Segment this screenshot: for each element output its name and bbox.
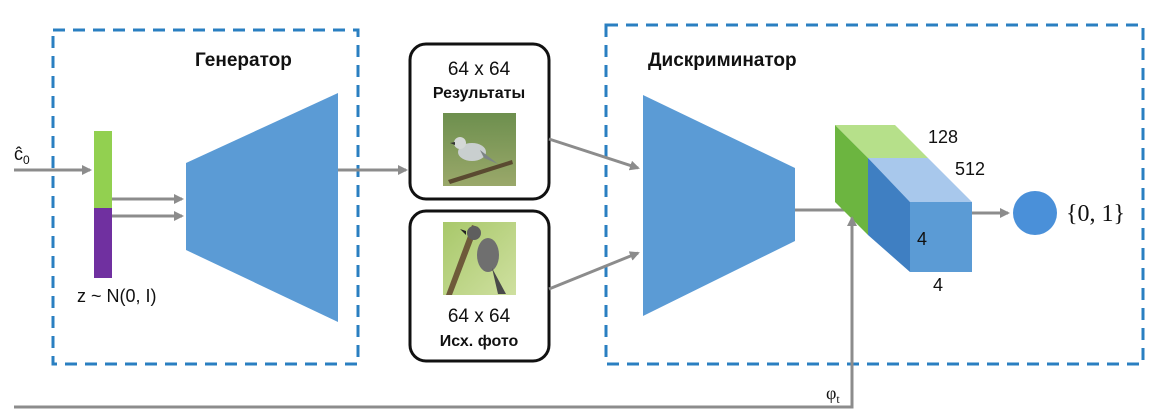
results-to-discriminator-arrow	[548, 137, 640, 171]
output-node	[1013, 191, 1057, 235]
real-bird-image	[443, 222, 516, 295]
generator-network	[186, 93, 338, 322]
output-label: {0, 1}	[1066, 201, 1125, 227]
results-size: 64 x 64	[448, 59, 511, 80]
phi-label: φt	[826, 383, 840, 406]
discriminator-box	[604, 23, 1145, 366]
discriminator-network	[643, 95, 795, 316]
condition-label: ĉ0	[14, 144, 30, 167]
cube-height-label: 4	[917, 229, 927, 249]
real-photo-caption: Исх. фото	[440, 333, 519, 350]
noise-vector	[94, 208, 112, 278]
real-to-discriminator-arrow	[548, 251, 640, 291]
cube-channels-label: 512	[955, 159, 985, 179]
discriminator-title: Дискриминатор	[648, 50, 797, 71]
real-photo-size: 64 x 64	[448, 306, 511, 327]
cube-width-label: 4	[933, 275, 943, 295]
results-caption: Результаты	[433, 85, 525, 102]
noise-label: z ~ N(0, I)	[77, 286, 157, 306]
cube-depth-label: 128	[928, 127, 958, 147]
generator-box	[51, 28, 360, 366]
phi-input-line	[14, 216, 857, 409]
condition-vector	[94, 131, 112, 208]
feature-cube	[835, 125, 972, 272]
generator-title: Генератор	[195, 50, 292, 71]
generated-bird-image	[443, 113, 516, 186]
